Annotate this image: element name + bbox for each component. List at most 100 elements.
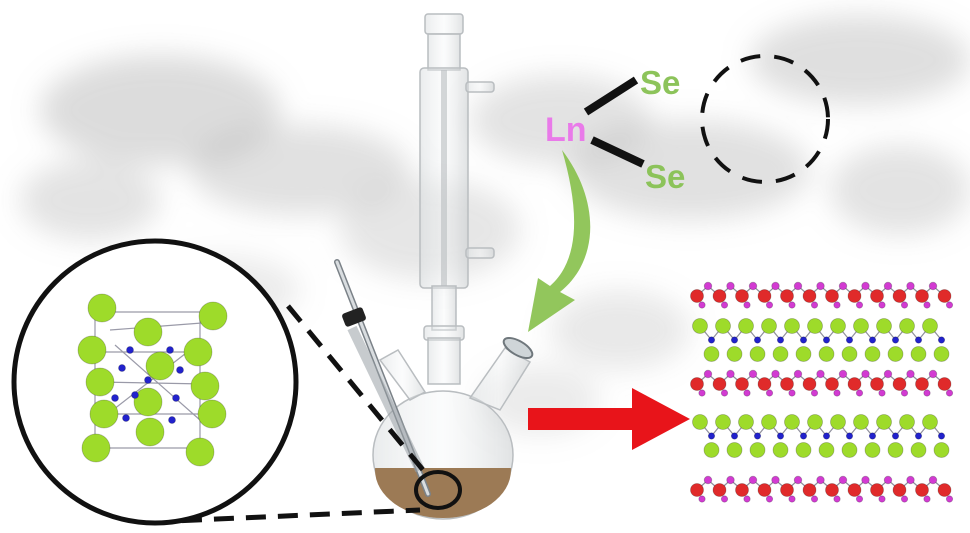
crystal-atom-blue bbox=[168, 416, 176, 424]
layer-atom-magenta bbox=[923, 495, 931, 503]
layer-atom-magenta bbox=[833, 389, 841, 397]
layered-structure bbox=[690, 281, 954, 503]
layer-atom-green bbox=[922, 414, 938, 430]
layer-atom-green bbox=[864, 346, 881, 362]
layer-atom-green bbox=[841, 442, 858, 458]
layer-atom-magenta bbox=[748, 475, 758, 485]
layer-atom-magenta bbox=[906, 475, 915, 485]
layer-atom-magenta bbox=[878, 495, 886, 503]
layer-atom-magenta bbox=[900, 389, 909, 397]
layer-atom-magenta bbox=[726, 281, 735, 291]
layer-atom-green bbox=[841, 346, 858, 362]
layer-atom-red bbox=[735, 483, 749, 497]
crystal-atom-green bbox=[85, 367, 115, 397]
bond-line bbox=[114, 344, 201, 421]
layer-atom-red bbox=[690, 483, 704, 497]
layer-atom-magenta bbox=[771, 281, 780, 291]
layer-atom-magenta bbox=[698, 301, 706, 309]
layer-atom-red bbox=[735, 289, 749, 303]
layer-atom-magenta bbox=[945, 389, 954, 397]
layer-atom-green bbox=[922, 318, 938, 334]
layer-atom-magenta bbox=[788, 389, 796, 397]
layer-atom-red bbox=[712, 377, 727, 391]
layer-atom-magenta bbox=[726, 475, 735, 485]
bond-top bbox=[583, 76, 639, 116]
crystal-atom-green bbox=[183, 337, 213, 367]
layer-atom-magenta bbox=[743, 495, 751, 503]
red-arrow bbox=[528, 388, 690, 450]
layer-atom-green bbox=[795, 442, 812, 458]
layer-atom-green bbox=[876, 318, 892, 334]
layer-atom-magenta bbox=[878, 389, 886, 397]
layer-atom-magenta bbox=[923, 301, 931, 309]
layer-atom-magenta bbox=[833, 301, 841, 309]
crystal-atom-blue bbox=[131, 391, 139, 399]
zoom-marker bbox=[414, 470, 462, 510]
layer-atom-blue bbox=[776, 336, 785, 344]
layer-atom-red bbox=[892, 377, 907, 391]
layer-atom-blue bbox=[822, 336, 831, 344]
se-label-top: Se bbox=[640, 64, 680, 101]
layer-atom-blue bbox=[799, 336, 808, 344]
layer-atom-green bbox=[899, 318, 915, 334]
layer-atom-green bbox=[692, 414, 708, 430]
crystal-atom-blue bbox=[122, 414, 130, 422]
layer-atom-magenta bbox=[861, 281, 870, 291]
layer-atom-magenta bbox=[698, 495, 706, 503]
layer-atom-green bbox=[795, 346, 812, 362]
layer-atom-magenta bbox=[878, 301, 886, 309]
crystal-atom-blue bbox=[126, 346, 134, 354]
bond-line bbox=[109, 321, 216, 331]
layer-atom-blue bbox=[753, 432, 762, 440]
layer-atom-blue bbox=[730, 432, 739, 440]
layer-atom-green bbox=[864, 442, 881, 458]
layer-atom-magenta bbox=[765, 495, 774, 503]
crystal-atom-green bbox=[81, 433, 111, 463]
layer-atom-green bbox=[853, 318, 869, 334]
layer-atom-red bbox=[915, 377, 929, 391]
layer-atom-red bbox=[690, 289, 704, 303]
layer-atom-blue bbox=[914, 336, 923, 344]
layer-atom-magenta bbox=[793, 369, 803, 379]
layer-atom-magenta bbox=[883, 475, 893, 485]
layer-atom-green bbox=[703, 442, 720, 458]
ln-se-motif: Ln Se Se bbox=[545, 54, 830, 195]
layer-atom-blue bbox=[937, 336, 946, 344]
layer-atom-magenta bbox=[720, 301, 729, 309]
bond-bottom bbox=[590, 136, 645, 168]
layer-atom-blue bbox=[891, 336, 900, 344]
layer-atom-red bbox=[937, 377, 952, 391]
layer-atom-red bbox=[937, 483, 952, 497]
layer-atom-red bbox=[825, 377, 839, 391]
layer-atom-blue bbox=[730, 336, 739, 344]
crystal-atom-blue bbox=[111, 394, 119, 402]
layer-atom-red bbox=[735, 377, 749, 391]
layer-atom-magenta bbox=[906, 281, 915, 291]
layer-atom-green bbox=[830, 318, 846, 334]
layer-atom-red bbox=[780, 377, 794, 391]
layer-atom-magenta bbox=[816, 475, 825, 485]
layer-atom-green bbox=[738, 414, 754, 430]
ligand-ring bbox=[700, 54, 830, 184]
layer-atom-magenta bbox=[771, 475, 780, 485]
bond-line bbox=[97, 381, 206, 385]
layer-atom-blue bbox=[707, 432, 716, 440]
layer-atom-magenta bbox=[765, 301, 774, 309]
layer-atom-blue bbox=[914, 432, 923, 440]
layer-atom-green bbox=[933, 346, 950, 362]
layer-atom-green bbox=[738, 318, 754, 334]
se-label-bottom: Se bbox=[645, 158, 685, 195]
layer-atom-magenta bbox=[838, 369, 848, 379]
layer-atom-red bbox=[892, 483, 907, 497]
crystal-atom-green bbox=[89, 399, 119, 429]
layer-atom-blue bbox=[891, 432, 900, 440]
layer-atom-green bbox=[761, 414, 777, 430]
layer-atom-magenta bbox=[793, 475, 803, 485]
layer-atom-green bbox=[910, 442, 927, 458]
layer-atom-red bbox=[757, 483, 772, 497]
layer-atom-red bbox=[847, 377, 862, 391]
layer-atom-blue bbox=[845, 432, 854, 440]
layer-atom-magenta bbox=[748, 369, 758, 379]
layer-atom-magenta bbox=[861, 475, 870, 485]
layer-atom-magenta bbox=[928, 475, 938, 485]
